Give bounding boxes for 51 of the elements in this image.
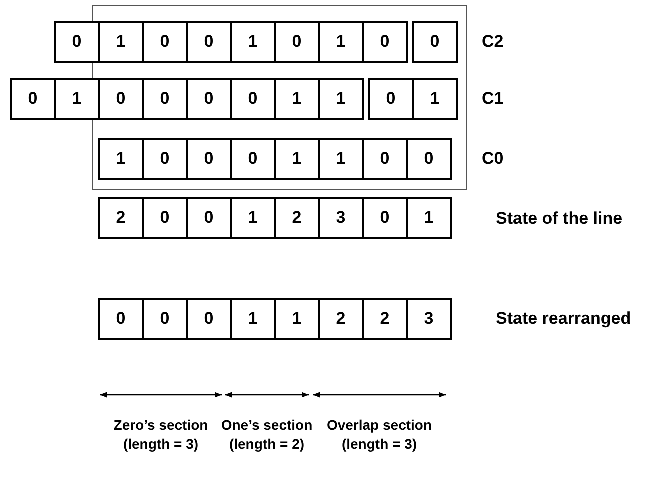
section-label: Overlap section (length = 3) [326, 416, 434, 454]
row-label: State of the line [496, 209, 623, 229]
bit-cell: 0 [362, 138, 408, 180]
bit-cell: 1 [230, 21, 276, 63]
bit-cell: 2 [98, 197, 144, 239]
bit-cell: 1 [98, 21, 144, 63]
bit-cell: 1 [274, 78, 320, 120]
bit-cell: 0 [362, 197, 408, 239]
bit-cell: 0 [186, 21, 232, 63]
bit-cell: 1 [274, 138, 320, 180]
bit-cell: 0 [142, 78, 188, 120]
bit-cell: 0 [274, 21, 320, 63]
bit-cell: 1 [230, 298, 276, 340]
bit-cell: 1 [274, 298, 320, 340]
bit-cell: 3 [318, 197, 364, 239]
bit-cell: 2 [362, 298, 408, 340]
bit-cell: 0 [54, 21, 100, 63]
bit-cell: 1 [318, 78, 364, 120]
row-label: State rearranged [496, 309, 632, 329]
bit-cell: 0 [98, 298, 144, 340]
bit-cell: 0 [230, 78, 276, 120]
bit-cell: 1 [406, 197, 452, 239]
row-label: C1 [482, 89, 504, 109]
bit-cell: 0 [230, 138, 276, 180]
bit-cell: 0 [142, 138, 188, 180]
bit-cell: 1 [230, 197, 276, 239]
bit-cell: 1 [54, 78, 100, 120]
section-label: Zero’s section (length = 3) [112, 416, 210, 454]
bit-cell: 0 [142, 21, 188, 63]
row-label: C0 [482, 149, 504, 169]
bit-cell: 1 [412, 78, 458, 120]
bit-cell: 0 [186, 197, 232, 239]
bit-cell: 0 [186, 138, 232, 180]
bit-cell: 0 [412, 21, 458, 63]
bit-cell: 0 [406, 138, 452, 180]
bit-cell: 0 [186, 298, 232, 340]
bit-cell: 0 [142, 298, 188, 340]
bit-cell: 1 [98, 138, 144, 180]
bit-cell: 0 [368, 78, 414, 120]
bit-cell: 2 [318, 298, 364, 340]
bit-cell: 0 [142, 197, 188, 239]
section-label: One’s section (length = 2) [220, 416, 314, 454]
bit-cell: 3 [406, 298, 452, 340]
row-label: C2 [482, 32, 504, 52]
bit-cell: 0 [98, 78, 144, 120]
bit-cell: 1 [318, 21, 364, 63]
bit-cell: 2 [274, 197, 320, 239]
bit-cell: 0 [10, 78, 56, 120]
bit-cell: 0 [186, 78, 232, 120]
bit-cell: 0 [362, 21, 408, 63]
bit-cell: 1 [318, 138, 364, 180]
